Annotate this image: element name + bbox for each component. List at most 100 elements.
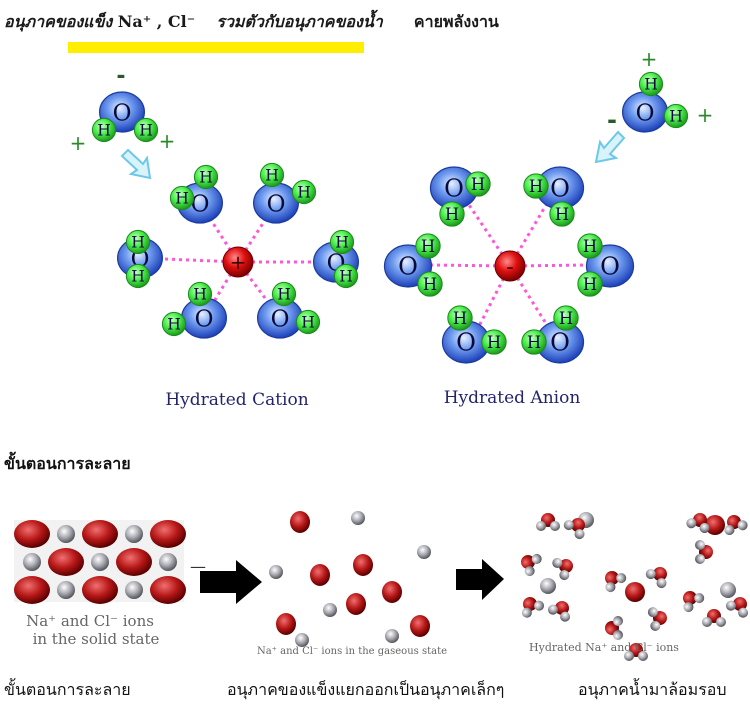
hydrated-center-cl: [720, 582, 736, 598]
bond-line: [139, 256, 239, 264]
hydrogen-atom: [271, 281, 297, 307]
hydrogen-atom: [553, 305, 579, 331]
hydrogen-atom: [133, 117, 159, 143]
hydrogen-atom: [577, 233, 603, 259]
small-hydrogen: [547, 604, 558, 615]
oxygen-label: O: [444, 175, 464, 203]
lattice-na-ion: [14, 520, 50, 548]
small-water-molecule: [552, 557, 573, 581]
hydrated-caption: Hydrated Na⁺ and Cl⁻ ions: [529, 641, 679, 654]
lattice-na-ion: [14, 576, 50, 604]
ion-water-bonds: [139, 198, 591, 331]
gas-na-ion: [353, 554, 373, 576]
lattice-na-ion: [150, 576, 186, 604]
small-water-molecule: [702, 609, 726, 627]
lattice-cl-ion: [159, 553, 177, 571]
cation-ion: [222, 246, 254, 278]
title-line: อนุภาคของแข็ง Na⁺ , Cl⁻ รวมตัวกับอนุภาคข…: [4, 10, 499, 35]
gas-cl-ion: [351, 511, 365, 525]
small-oxygen: [733, 597, 747, 611]
gas-na-ion: [290, 511, 310, 533]
small-hydrogen: [521, 607, 532, 618]
hydrogen-label: H: [453, 309, 467, 328]
hydrogen-atom: [417, 271, 443, 297]
hydrogen-label: H: [265, 167, 279, 185]
bond-line: [508, 199, 551, 267]
lattice-cl-ion: [125, 525, 143, 543]
oxygen-label: O: [195, 306, 214, 332]
gas-na-ion: [346, 593, 366, 615]
hydrated-cation-caption: Hydrated Cation: [165, 390, 308, 410]
hydrogen-atom: [329, 229, 355, 255]
small-hydrogen: [695, 540, 705, 550]
hydrogen-atom: [125, 229, 151, 255]
hydrogen-label: H: [167, 316, 181, 334]
small-hydrogen: [656, 578, 667, 589]
small-hydrogen: [616, 573, 627, 584]
oxygen-label: O: [550, 329, 570, 357]
gas-na-ion: [410, 615, 430, 637]
small-water-molecule: [647, 607, 667, 631]
small-water-molecule: [683, 591, 705, 613]
approach-arrow-left: [120, 148, 152, 180]
bond-line: [475, 265, 512, 331]
small-hydrogen: [560, 611, 571, 622]
approach-arrow-right: [594, 130, 626, 164]
gas-na-ion: [310, 564, 330, 586]
small-hydrogen: [694, 593, 705, 604]
hydrogen-atom: [169, 185, 195, 211]
step2-caption: อนุภาคของแข็งแยกออกเป็นอนุภาคเล็กๆ: [227, 680, 505, 699]
solid-lattice: [14, 520, 186, 604]
hydrogen-atom: [291, 179, 317, 205]
title-highlight-bar: [68, 42, 364, 53]
hydrogen-atom: [638, 71, 664, 97]
hydrogen-label: H: [669, 108, 683, 126]
hydrogen-label: H: [175, 190, 189, 208]
hydrogen-label: H: [445, 205, 459, 224]
lattice-na-ion: [82, 576, 118, 604]
oxygen-label: O: [271, 306, 290, 332]
small-oxygen: [521, 555, 535, 569]
hydrogen-atom: [447, 305, 473, 331]
gas-caption: Na⁺ and Cl⁻ ions in the gaseous state: [257, 646, 447, 657]
small-hydrogen: [699, 523, 710, 534]
title-ions: Na⁺ , Cl⁻: [117, 12, 196, 31]
hydrogen-label: H: [583, 237, 597, 256]
center-ions: +-: [222, 246, 526, 282]
gas-cl-ion: [323, 603, 337, 617]
hydrogen-atom: [91, 117, 117, 143]
gas-cl-ion: [295, 633, 309, 647]
small-water-molecule: [521, 597, 545, 618]
small-water-molecule: [725, 597, 749, 618]
title-part3: คายพลังงาน: [413, 12, 499, 31]
gas-cl-ion: [385, 629, 399, 643]
small-oxygen: [605, 571, 619, 585]
small-hydrogen: [559, 570, 570, 581]
lattice-na-ion: [150, 520, 186, 548]
hydrogen-label: H: [559, 309, 573, 328]
hydrogen-atom: [259, 162, 285, 188]
plus-sign-left-1: +: [70, 131, 87, 155]
hydrogen-atom: [481, 329, 507, 355]
small-water-molecule: [686, 513, 710, 534]
hydrogen-atom: [523, 173, 549, 199]
small-hydrogen: [613, 616, 623, 626]
section-heading: ขั้นตอนการละลาย: [4, 454, 131, 473]
gaseous-ions: [269, 511, 431, 647]
small-oxygen: [683, 591, 697, 605]
hydrated-center-cl: [540, 578, 556, 594]
plus-sign-right-1: +: [641, 47, 658, 71]
hydrogen-atom: [577, 271, 603, 297]
oxygen-label: O: [600, 253, 620, 281]
small-oxygen: [559, 559, 573, 573]
small-hydrogen: [534, 600, 545, 611]
small-hydrogen: [552, 557, 563, 568]
small-hydrogen: [724, 525, 735, 536]
small-oxygen: [555, 601, 569, 615]
hydrogen-atom: [125, 263, 151, 289]
small-water-molecule: [605, 616, 623, 640]
hydrogen-label: H: [487, 333, 501, 352]
title-part2: รวมตัวกับอนุภาคของน้ำ: [216, 12, 383, 31]
